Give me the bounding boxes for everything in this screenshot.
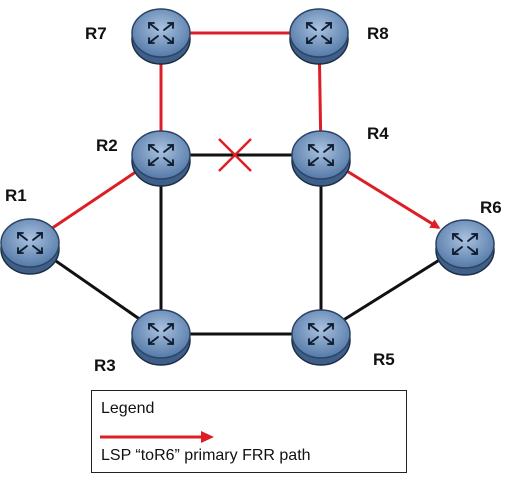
router-r3 (131, 309, 191, 366)
router-icon (308, 144, 334, 166)
legend-box: Legend LSP “toR6” primary FRR path (91, 390, 407, 473)
router-icon (308, 323, 334, 345)
router-icon (148, 22, 174, 44)
router-label-r1: R1 (5, 186, 27, 205)
legend-entry-text: LSP “toR6” primary FRR path (101, 447, 311, 464)
legend-title: Legend (101, 400, 155, 417)
router-r4 (291, 130, 351, 187)
router-label-r7: R7 (85, 24, 107, 43)
failure-x-icon (218, 138, 252, 172)
router-r5 (291, 309, 351, 366)
router-icon (148, 144, 174, 166)
router-icon (148, 323, 174, 345)
routers-layer (0, 8, 495, 366)
links-layer (29, 31, 466, 336)
router-label-r4: R4 (367, 124, 389, 143)
failure-layer (218, 138, 252, 172)
router-r2 (131, 130, 191, 187)
router-label-r8: R8 (367, 24, 389, 43)
router-icon (17, 232, 43, 254)
legend-arrow-icon (100, 431, 214, 443)
router-r8 (289, 8, 349, 65)
router-r1 (0, 218, 60, 275)
router-label-r6: R6 (480, 198, 502, 217)
router-icon (306, 22, 332, 44)
router-r6 (435, 219, 495, 276)
router-label-r3: R3 (94, 356, 116, 375)
router-label-r5: R5 (373, 350, 395, 369)
router-label-r2: R2 (96, 136, 118, 155)
router-r7 (131, 8, 191, 65)
router-icon (452, 233, 478, 255)
